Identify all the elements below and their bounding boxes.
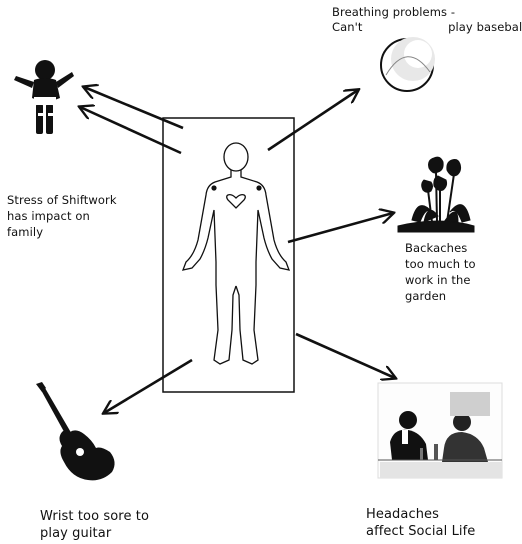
breathing-label-cant: Can't: [332, 20, 363, 34]
arrow-to-baby-upper: [84, 87, 184, 130]
arrow-to-flowers: [287, 213, 393, 244]
body-frame: [162, 117, 295, 393]
breathing-label-play-baseball: play baseball: [448, 20, 522, 34]
shoulder-pain-left-dot: [211, 185, 217, 191]
arrow-to-social: [295, 332, 395, 378]
wrist-label: Wrist too sore to play guitar: [40, 508, 149, 542]
shoulder-pain-right-dot: [256, 185, 262, 191]
breathing-label-line2: Can't play baseball: [332, 20, 522, 35]
baseball-icon: [380, 37, 435, 92]
family-label-line3: family: [7, 225, 44, 239]
wrist-label-line2: play guitar: [40, 526, 112, 541]
family-label-line2: has impact on: [7, 209, 90, 223]
social-dinner-photo-icon: [377, 382, 503, 479]
tulip-flowers-icon: [397, 156, 475, 233]
family-stress-label: Stress of Shiftwork has impact on family: [7, 192, 117, 240]
backaches-label-line4: garden: [405, 289, 447, 303]
breathing-problems-label: Breathing problems - Can't play baseball: [332, 5, 522, 35]
headaches-label-line2: affect Social Life: [366, 524, 476, 539]
human-body-outline-icon: [181, 142, 291, 365]
breathing-label-line1: Breathing problems -: [332, 5, 456, 19]
guitar-icon: [36, 382, 115, 481]
backaches-label-line1: Backaches: [405, 241, 468, 255]
arrow-to-baseball: [267, 90, 358, 152]
backaches-label: Backaches too much to work in the garden: [405, 240, 476, 304]
backaches-label-line3: work in the: [405, 273, 471, 287]
baby-icon: [14, 60, 74, 134]
arrow-to-baby-lower: [80, 107, 182, 155]
backaches-label-line2: too much to: [405, 257, 476, 271]
headaches-label: Headaches affect Social Life: [366, 506, 475, 540]
arrow-to-guitar: [104, 358, 193, 413]
wrist-label-line1: Wrist too sore to: [40, 509, 150, 524]
family-label-line1: Stress of Shiftwork: [7, 193, 117, 207]
headaches-label-line1: Headaches: [366, 507, 440, 522]
